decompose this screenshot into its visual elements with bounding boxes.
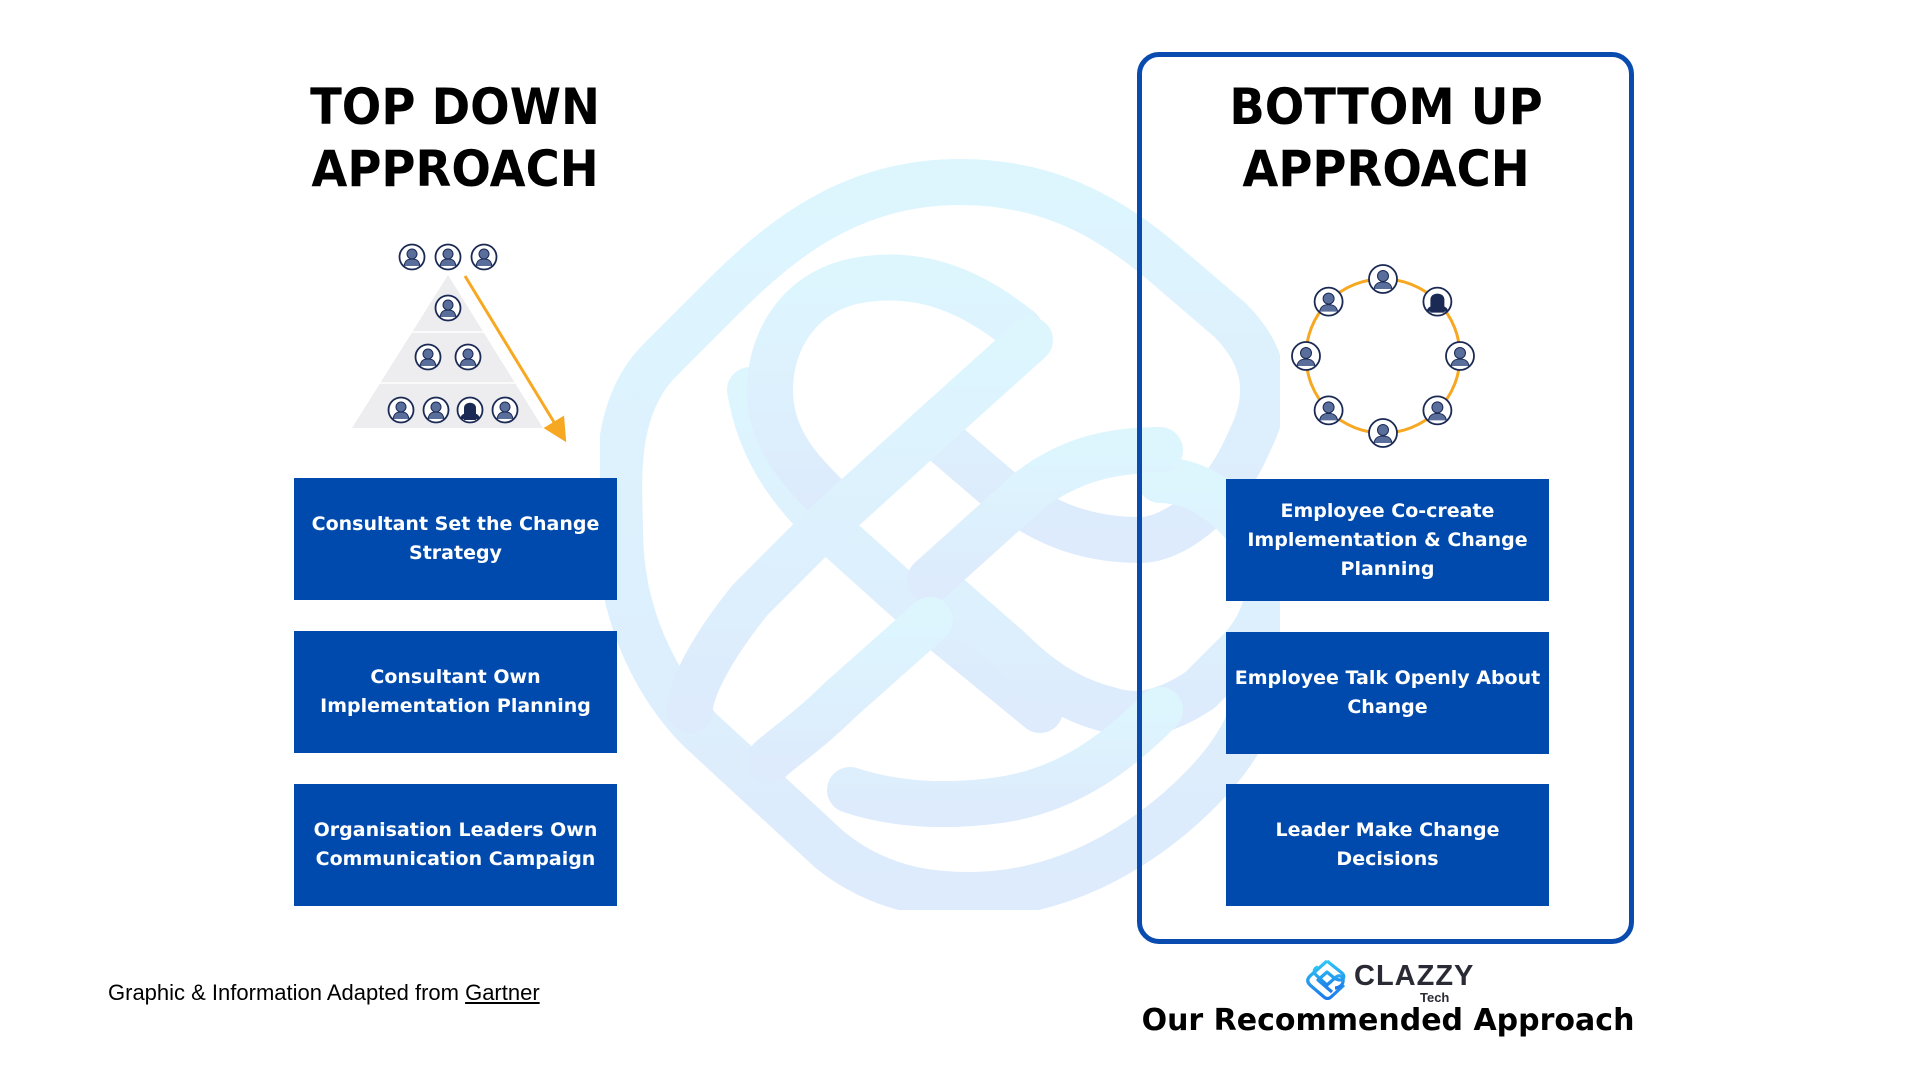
top-down-box-communication: Organisation Leaders Own Communication C… (294, 784, 617, 906)
person-icon (398, 243, 426, 271)
box-label: Leader Make Change Decisions (1275, 819, 1500, 870)
person-icon (414, 343, 442, 371)
circle-graphic (1291, 264, 1475, 448)
person-icon (470, 243, 498, 271)
person-icon (456, 396, 484, 424)
person-icon (491, 396, 519, 424)
person-icon (387, 396, 415, 424)
person-icon (1422, 395, 1453, 426)
person-icon (454, 343, 482, 371)
source-credit: Graphic & Information Adapted from Gartn… (108, 980, 540, 1006)
bottom-up-title: BOTTOM UP APPROACH (1191, 76, 1582, 200)
box-label: Consultant Set the Change Strategy (311, 513, 600, 564)
pyramid-graphic (352, 243, 567, 443)
person-icon (1313, 286, 1344, 317)
person-icon (1422, 286, 1453, 317)
bottom-up-box-decisions: Leader Make Change Decisions (1226, 784, 1549, 906)
box-label: Consultant Own Implementation Planning (320, 666, 591, 717)
person-icon (1368, 418, 1398, 448)
person-icon (1368, 264, 1398, 294)
recommended-label: Our Recommended Approach (1141, 1003, 1635, 1038)
person-icon (1313, 395, 1344, 426)
clazzy-brand: CLAZZY Tech (1306, 958, 1476, 1008)
brand-name: CLAZZY (1354, 960, 1475, 992)
credit-text: Graphic & Information Adapted from (108, 980, 466, 1005)
bottom-up-box-cocreate: Employee Co-create Implementation & Chan… (1226, 479, 1549, 601)
brand-sub: Tech (1420, 990, 1450, 1005)
bottom-up-title-line1: BOTTOM UP (1229, 78, 1543, 136)
recommended-panel (1137, 52, 1634, 944)
person-icon (434, 294, 462, 322)
top-down-box-implementation: Consultant Own Implementation Planning (294, 631, 617, 753)
top-down-box-strategy: Consultant Set the Change Strategy (294, 478, 617, 600)
box-label: Employee Talk Openly About Change (1234, 667, 1541, 718)
top-down-title-line2: APPROACH (311, 140, 599, 198)
box-label: Organisation Leaders Own Communication C… (313, 819, 598, 870)
person-icon (434, 243, 462, 271)
person-icon (422, 396, 450, 424)
person-icon (1291, 341, 1321, 371)
top-down-title-line1: TOP DOWN (310, 78, 600, 136)
gartner-link[interactable]: Gartner (465, 980, 540, 1005)
top-down-title: TOP DOWN APPROACH (260, 76, 651, 200)
bottom-up-title-line2: APPROACH (1242, 140, 1530, 198)
top-down-arrow-icon (463, 275, 567, 443)
bottom-up-box-talk: Employee Talk Openly About Change (1226, 632, 1549, 754)
box-label: Employee Co-create Implementation & Chan… (1247, 499, 1528, 580)
clazzy-logo-icon (1306, 959, 1346, 1000)
pyramid-shape (352, 275, 543, 428)
person-icon (1445, 341, 1475, 371)
